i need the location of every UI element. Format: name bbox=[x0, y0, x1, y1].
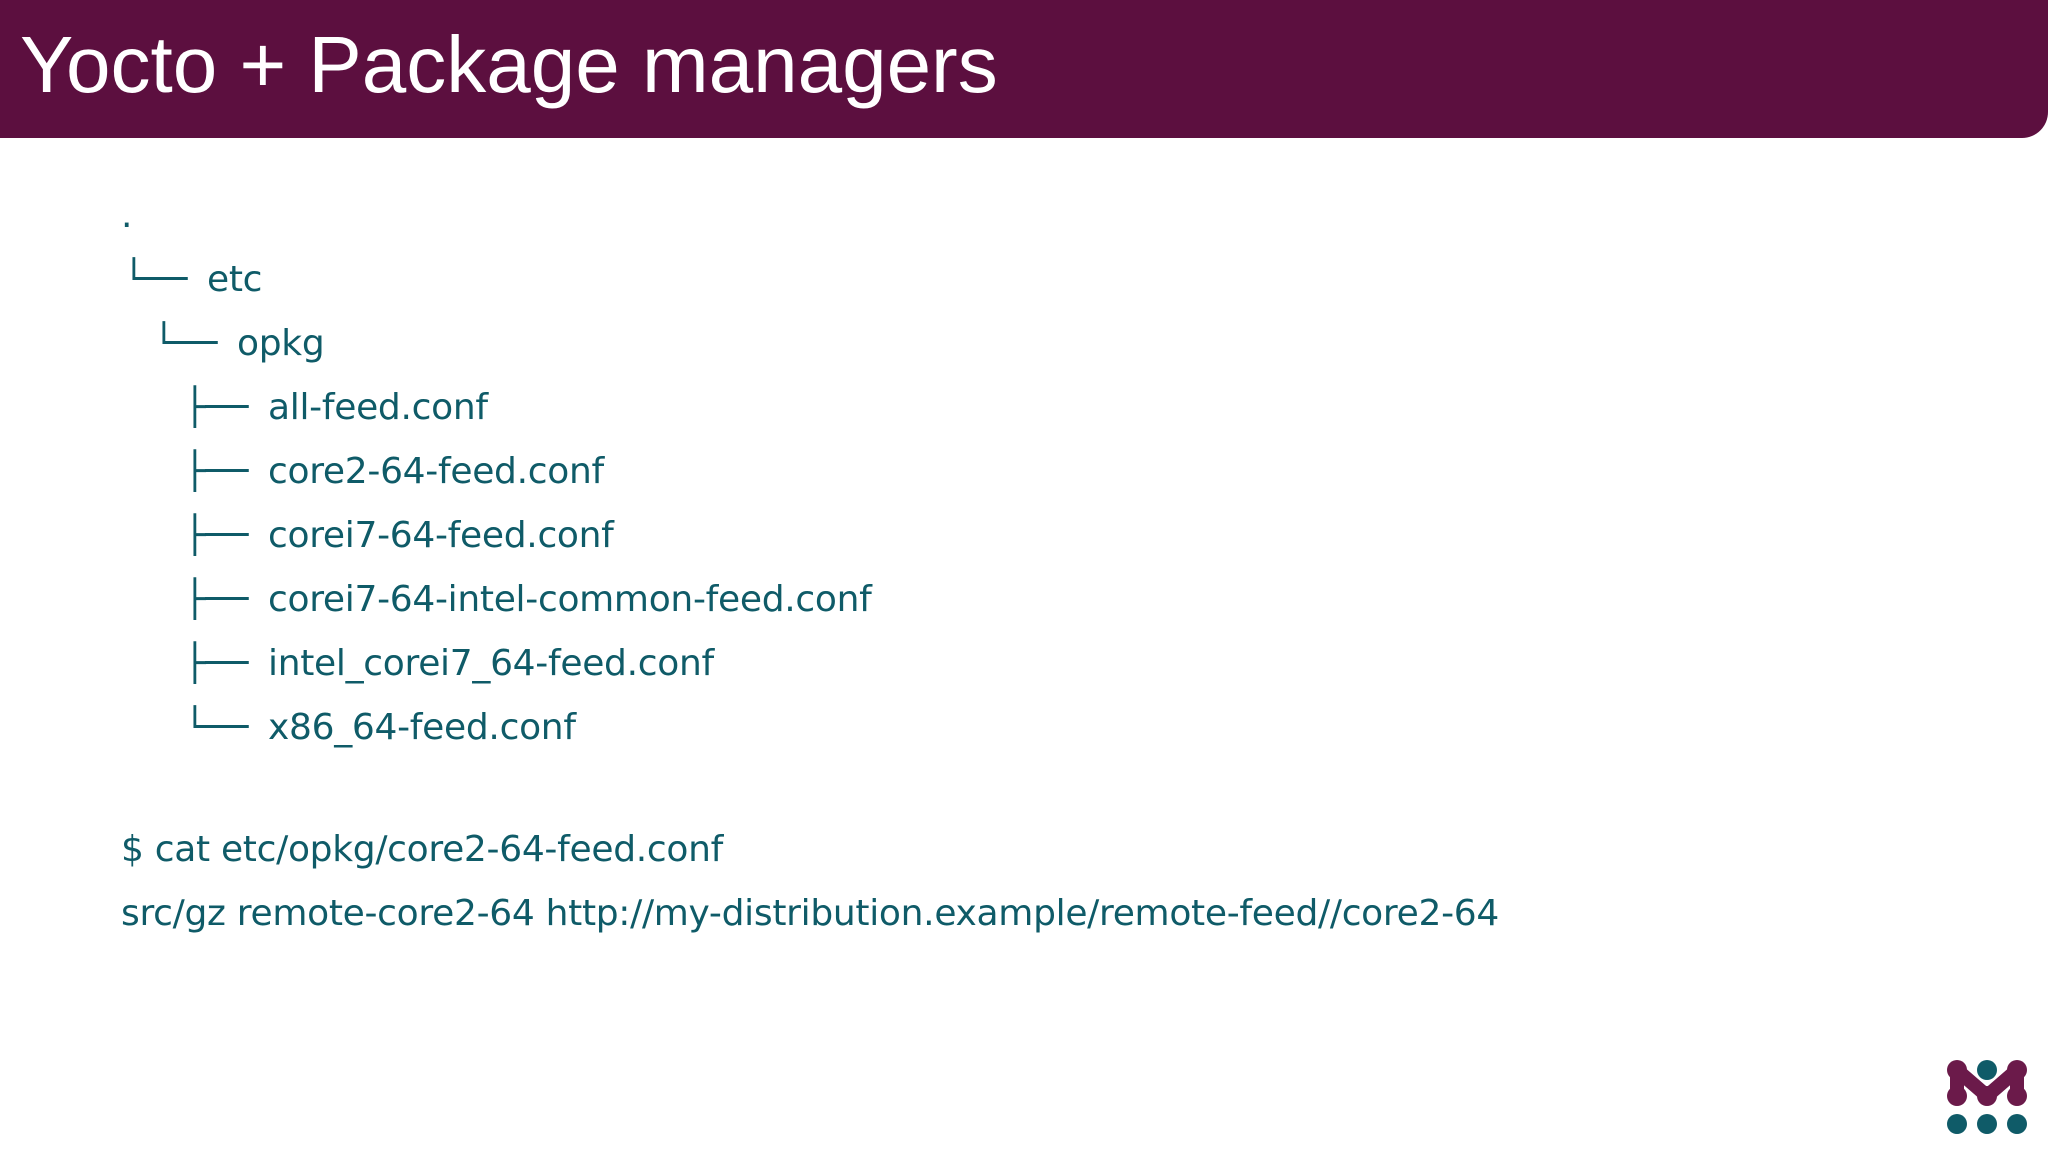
tree-item-core2-64-feed: ├── core2-64-feed.conf bbox=[121, 440, 872, 504]
tree-item-name: corei7-64-feed.conf bbox=[268, 515, 614, 556]
tree-root: . bbox=[121, 195, 133, 236]
tree-item-name: intel_corei7_64-feed.conf bbox=[268, 643, 714, 684]
brand-logo-icon bbox=[1947, 1060, 2027, 1134]
tree-item-name: core2-64-feed.conf bbox=[268, 451, 604, 492]
logo-dot bbox=[1947, 1114, 1967, 1134]
shell-command: $ cat etc/opkg/core2-64-feed.conf bbox=[121, 829, 723, 870]
tree-item-name: x86_64-feed.conf bbox=[268, 707, 576, 748]
tree-branch-prefix: └── bbox=[123, 259, 188, 300]
tree-branch-prefix: ├── bbox=[184, 579, 249, 620]
logo-bottom-row bbox=[1947, 1114, 2027, 1134]
tree-item-intel-corei7-64-feed: ├── intel_corei7_64-feed.conf bbox=[121, 632, 872, 696]
tree-item-corei7-64-feed: ├── corei7-64-feed.conf bbox=[121, 504, 872, 568]
title-bar: Yocto + Package managers bbox=[0, 0, 2048, 138]
tree-item-corei7-64-intel-common-feed: ├── corei7-64-intel-common-feed.conf bbox=[121, 568, 872, 632]
tree-item-name: all-feed.conf bbox=[268, 387, 488, 428]
tree-item-opkg: └── opkg bbox=[121, 312, 872, 376]
tree-branch-prefix: ├── bbox=[184, 643, 249, 684]
logo-dot bbox=[1977, 1060, 1997, 1080]
tree-item-name: etc bbox=[207, 259, 263, 300]
logo-dot bbox=[2007, 1114, 2027, 1134]
logo-m-shape bbox=[1950, 1063, 2024, 1103]
tree-branch-prefix: ├── bbox=[184, 515, 249, 556]
tree-item-etc: └── etc bbox=[121, 248, 872, 312]
tree-branch-prefix: ├── bbox=[184, 451, 249, 492]
tree-branch-prefix: └── bbox=[153, 323, 218, 364]
slide-title: Yocto + Package managers bbox=[20, 20, 998, 109]
logo-dot bbox=[1977, 1114, 1997, 1134]
tree-branch-prefix: └── bbox=[184, 707, 249, 748]
tree-item-name: opkg bbox=[237, 323, 325, 364]
command-output: src/gz remote-core2-64 http://my-distrib… bbox=[121, 893, 1499, 934]
tree-branch-prefix: ├── bbox=[184, 387, 249, 428]
tree-item-all-feed: ├── all-feed.conf bbox=[121, 376, 872, 440]
tree-item-x86-64-feed: └── x86_64-feed.conf bbox=[121, 696, 872, 760]
tree-item-name: corei7-64-intel-common-feed.conf bbox=[268, 579, 872, 620]
logo-middle-row bbox=[1947, 1063, 2027, 1106]
file-tree: . └── etc └── opkg ├── all-feed.conf ├── cor… bbox=[121, 184, 872, 760]
